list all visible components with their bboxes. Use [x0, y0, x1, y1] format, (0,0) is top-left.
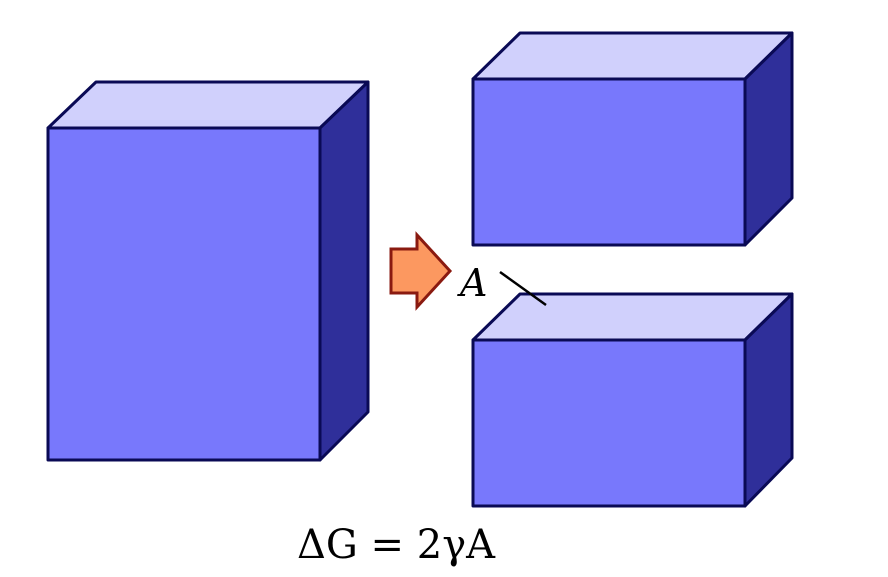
surface-energy-equation: ΔG = 2γA: [297, 522, 496, 568]
arrow-shape: [389, 231, 453, 311]
upper-split-block: [471, 31, 794, 247]
area-label: A: [457, 261, 487, 305]
upper-block-top-face: [471, 31, 794, 81]
original-block: [46, 80, 370, 462]
original-block-side-face: [318, 80, 370, 462]
lower-split-block: [471, 292, 794, 508]
lower-block-front-face: [471, 338, 747, 508]
transformation-arrow-icon: [389, 231, 453, 311]
original-block-front-face: [46, 126, 322, 462]
lower-block-top-face: [471, 292, 794, 342]
area-pointer-line: [499, 270, 547, 307]
original-block-top-face: [46, 80, 370, 130]
upper-block-front-face: [471, 77, 747, 247]
